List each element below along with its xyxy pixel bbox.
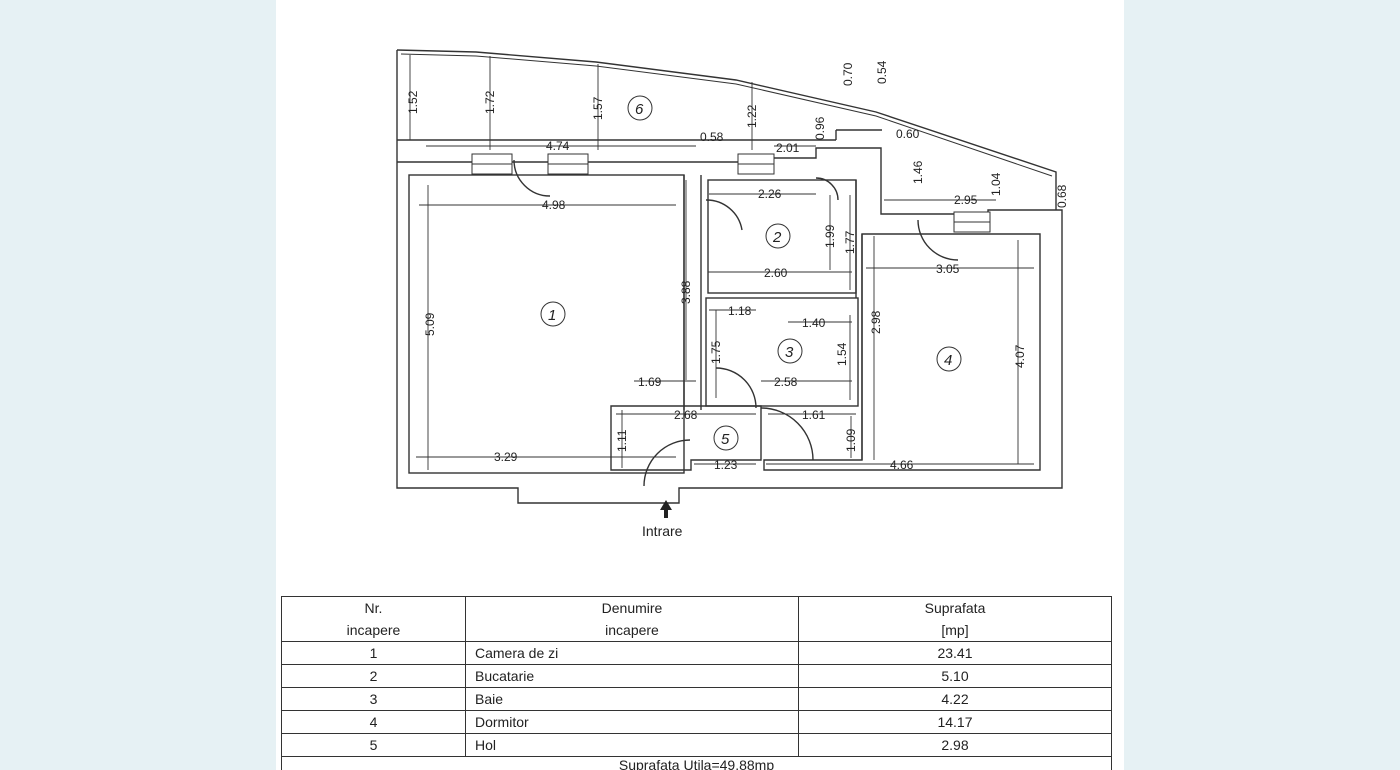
room-number-5: 5 [721, 431, 730, 448]
cell-area: 23.41 [798, 641, 1112, 665]
dim-label: 0.58 [700, 130, 724, 144]
dim-label: 2.98 [869, 310, 883, 334]
table-row: 3 Baie 4.22 [281, 687, 1112, 711]
dim-label: 3.29 [494, 450, 518, 464]
table-total-row: Suprafata Utila=49.88mp [281, 756, 1112, 770]
cell-nr: 5 [281, 733, 466, 757]
dim-label: 2.95 [954, 193, 978, 207]
table-row: 5 Hol 2.98 [281, 733, 1112, 757]
dim-label: 2.26 [758, 187, 782, 201]
cell-nr: 4 [281, 710, 466, 734]
apartment-outer-wall [396, 140, 1063, 504]
dim-label: 4.07 [1013, 344, 1027, 368]
dim-label: 3.05 [936, 262, 960, 276]
table-row: 4 Dormitor 14.17 [281, 710, 1112, 734]
table-header-row: Nr. incapere Denumire incapere Suprafata… [281, 596, 1112, 642]
header-name: Denumire incapere [465, 596, 799, 642]
cell-nr: 3 [281, 687, 466, 711]
header-nr-line2: incapere [346, 622, 401, 638]
dim-label: 2.68 [674, 408, 698, 422]
header-name-line2: incapere [605, 622, 659, 638]
header-area-line2: [mp] [941, 622, 969, 638]
room-number-6: 6 [635, 101, 644, 118]
dim-label: 0.70 [841, 62, 855, 86]
header-name-line1: Denumire [601, 600, 663, 616]
dim-label: 1.72 [483, 90, 497, 114]
dim-label: 0.54 [875, 60, 889, 84]
header-area: Suprafata [mp] [798, 596, 1112, 642]
dim-label: 1.77 [843, 230, 857, 254]
dim-label: 1.04 [989, 172, 1003, 196]
balcony-outline [396, 49, 1057, 210]
dim-label: 4.98 [542, 198, 566, 212]
cell-name: Camera de zi [465, 641, 799, 665]
header-nr-line1: Nr. [364, 600, 383, 616]
floor-plan-drawing: 6 1 2 3 4 5 1.52 1.72 1.57 1.22 0.70 0.5… [396, 49, 1069, 539]
header-area-line1: Suprafata [924, 600, 986, 616]
dim-label: 2.01 [776, 141, 800, 155]
rooms-table: Nr. incapere Denumire incapere Suprafata… [281, 596, 1112, 770]
table-row: 2 Bucatarie 5.10 [281, 664, 1112, 688]
cell-name: Hol [465, 733, 799, 757]
entrance-label: Intrare [642, 523, 683, 539]
cell-nr: 1 [281, 641, 466, 665]
room-number-3: 3 [785, 344, 794, 361]
cell-name: Bucatarie [465, 664, 799, 688]
cell-area: 2.98 [798, 733, 1112, 757]
dim-label: 5.09 [423, 312, 437, 336]
cell-area: 14.17 [798, 710, 1112, 734]
cell-area: 4.22 [798, 687, 1112, 711]
cell-name: Dormitor [465, 710, 799, 734]
dim-label: 1.99 [823, 224, 837, 248]
room-number-1: 1 [548, 307, 556, 324]
total-usable-area: Suprafata Utila=49.88mp [281, 756, 1112, 770]
dim-label: 1.40 [802, 316, 826, 330]
dim-label: 0.60 [896, 127, 920, 141]
floor-plan-sheet: 6 1 2 3 4 5 1.52 1.72 1.57 1.22 0.70 0.5… [276, 0, 1124, 770]
dim-label: 1.23 [714, 458, 738, 472]
room-number-4: 4 [944, 352, 952, 369]
cell-nr: 2 [281, 664, 466, 688]
dim-label: 1.46 [911, 160, 925, 184]
dim-label: 1.52 [406, 90, 420, 114]
cell-name: Baie [465, 687, 799, 711]
room-number-2: 2 [772, 229, 782, 246]
dim-label: 1.54 [835, 342, 849, 366]
dim-label: 1.61 [802, 408, 826, 422]
dim-label: 0.68 [1055, 184, 1069, 208]
dim-label: 1.75 [709, 340, 723, 364]
dim-label: 1.11 [615, 429, 629, 452]
dim-label: 4.66 [890, 458, 914, 472]
dim-label: 3.88 [679, 280, 693, 304]
dim-label: 2.58 [774, 375, 798, 389]
cell-area: 5.10 [798, 664, 1112, 688]
dim-label: 1.22 [745, 104, 759, 128]
dim-label: 1.18 [728, 304, 752, 318]
dim-label: 1.09 [844, 428, 858, 452]
header-nr: Nr. incapere [281, 596, 466, 642]
dim-label: 1.69 [638, 375, 662, 389]
entrance-arrow-icon [660, 500, 672, 518]
table-row: 1 Camera de zi 23.41 [281, 641, 1112, 665]
dim-label: 0.96 [813, 116, 827, 140]
dim-label: 4.74 [546, 139, 570, 153]
dim-label: 1.57 [591, 96, 605, 120]
dim-label: 2.60 [764, 266, 788, 280]
